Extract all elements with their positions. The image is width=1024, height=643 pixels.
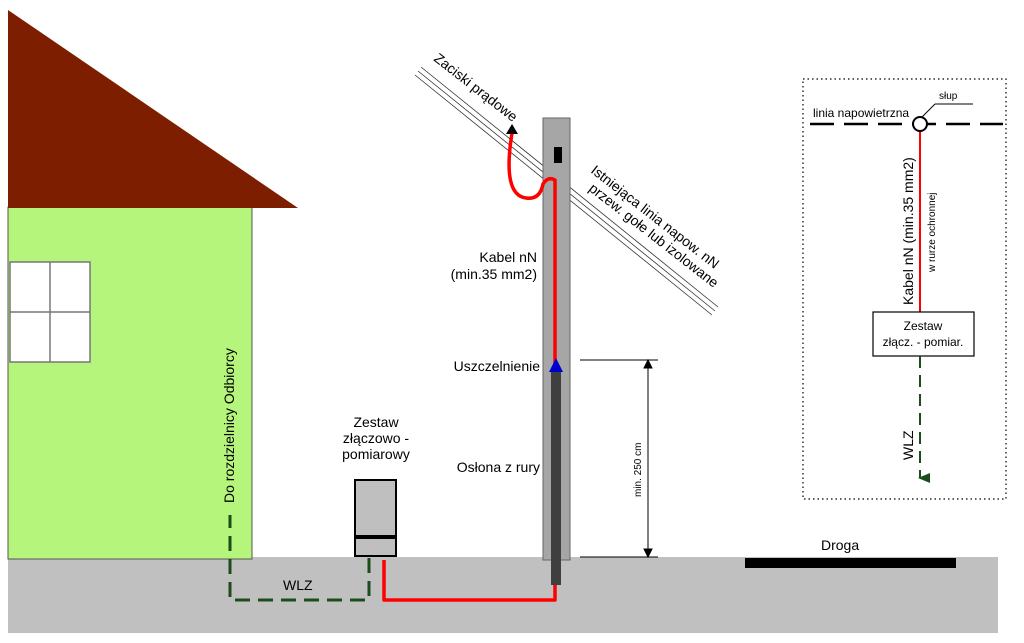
clamp-box [554, 147, 562, 163]
seal-label: Uszczelnienie [454, 358, 541, 374]
inset-protective-pipe-label: w rurze ochronnej [927, 193, 938, 273]
pipe-cover-label: Osłona z rury [457, 459, 540, 475]
existing-line-label-2: przew. gołe lub izolowane [586, 180, 722, 291]
to-switchboard-label: Do rozdzielnicy Odbiorcy [221, 348, 237, 503]
inset-pole-leader [921, 103, 936, 118]
min-height-label: min. 250 cm [633, 443, 644, 497]
seal-icon [549, 358, 563, 372]
metering-set-cabinet [354, 479, 397, 557]
cable-label-2: (min.35 mm2) [451, 266, 537, 282]
pipe-cover [551, 370, 561, 585]
road-label: Droga [821, 537, 859, 553]
min-height-dimension [580, 358, 658, 559]
wlz-label: WLZ [283, 577, 313, 593]
house-window [9, 261, 91, 363]
inset-set-box [872, 311, 975, 357]
set-label-2: złączowo - [343, 430, 409, 446]
inset-overhead-line-label: linia napowietrzna [813, 106, 909, 120]
inset-pole-icon [912, 116, 928, 132]
house-wall [7, 206, 253, 560]
inset-frame [802, 78, 1007, 500]
set-label-1: Zestaw [353, 414, 399, 430]
clamp-head [506, 124, 518, 134]
clamps-label: Zaciski prądowe [431, 50, 521, 125]
inset-set-label-1: Zestaw [904, 319, 943, 333]
inset-cable-label: Kabel nN (min.35 mm2) [900, 157, 916, 305]
existing-line-label-1: Istniejąca linia napow. nN [588, 162, 722, 272]
set-label-3: pomiarowy [342, 446, 410, 462]
inset-schematic: słup linia napowietrzna Kabel nN (min.35… [802, 78, 1007, 500]
inset-pole-label: słup [939, 91, 958, 102]
house-roof [8, 10, 298, 208]
cable-nn [382, 132, 557, 602]
house [7, 10, 298, 560]
inset-set-label-2: złącz. - pomiar. [883, 335, 964, 349]
inset-wlz-label: WLZ [900, 430, 916, 460]
cable-label-1: Kabel nN [479, 249, 537, 265]
road [745, 558, 956, 568]
ground [8, 557, 998, 633]
